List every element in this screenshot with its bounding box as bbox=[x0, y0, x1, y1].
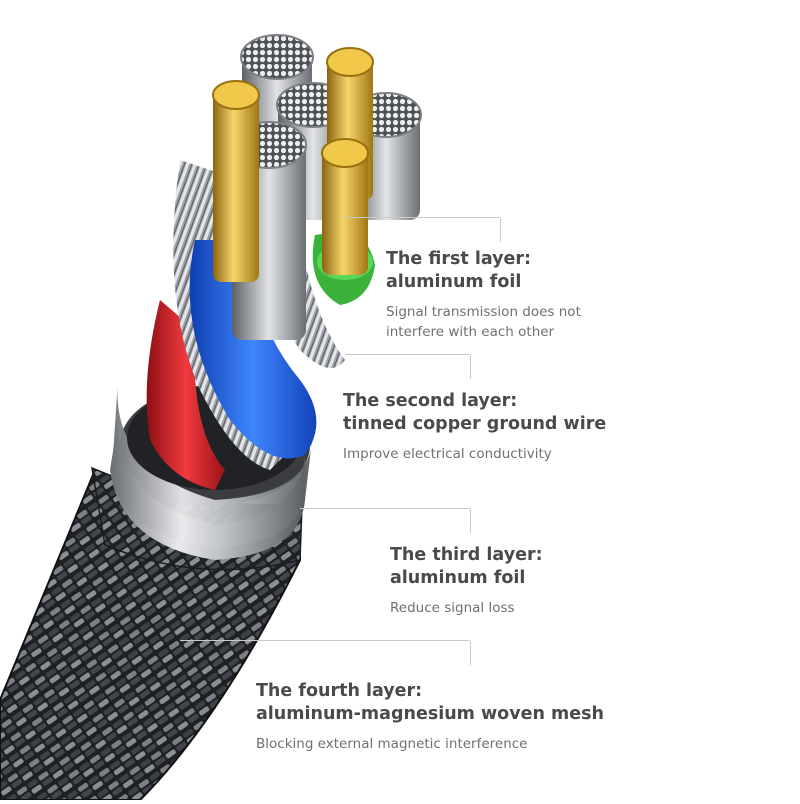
leader-line-1 bbox=[345, 217, 501, 242]
layer-1-label: The first layer:aluminum foil Signal tra… bbox=[386, 248, 581, 342]
layer-3-title: The third layer:aluminum foil bbox=[390, 545, 543, 588]
layer-4-label: The fourth layer:aluminum-magnesium wove… bbox=[256, 680, 604, 754]
red-wire bbox=[146, 300, 225, 490]
layer-3-label: The third layer:aluminum foil Reduce sig… bbox=[390, 544, 543, 618]
layer-2-label: The second layer:tinned copper ground wi… bbox=[343, 390, 606, 464]
blue-wire bbox=[189, 240, 317, 459]
layer-3-description: Reduce signal loss bbox=[390, 600, 515, 616]
leader-line-3 bbox=[300, 508, 471, 533]
leader-line-4 bbox=[180, 640, 471, 665]
layer-4-description: Blocking external magnetic interference bbox=[256, 736, 528, 752]
layer-4-title: The fourth layer:aluminum-magnesium wove… bbox=[256, 681, 605, 724]
layer-2-title: The second layer:tinned copper ground wi… bbox=[343, 391, 607, 434]
layer-1-title: The first layer:aluminum foil bbox=[386, 249, 532, 292]
layer-2-description: Improve electrical conductivity bbox=[343, 446, 552, 462]
leader-line-2 bbox=[345, 354, 471, 379]
